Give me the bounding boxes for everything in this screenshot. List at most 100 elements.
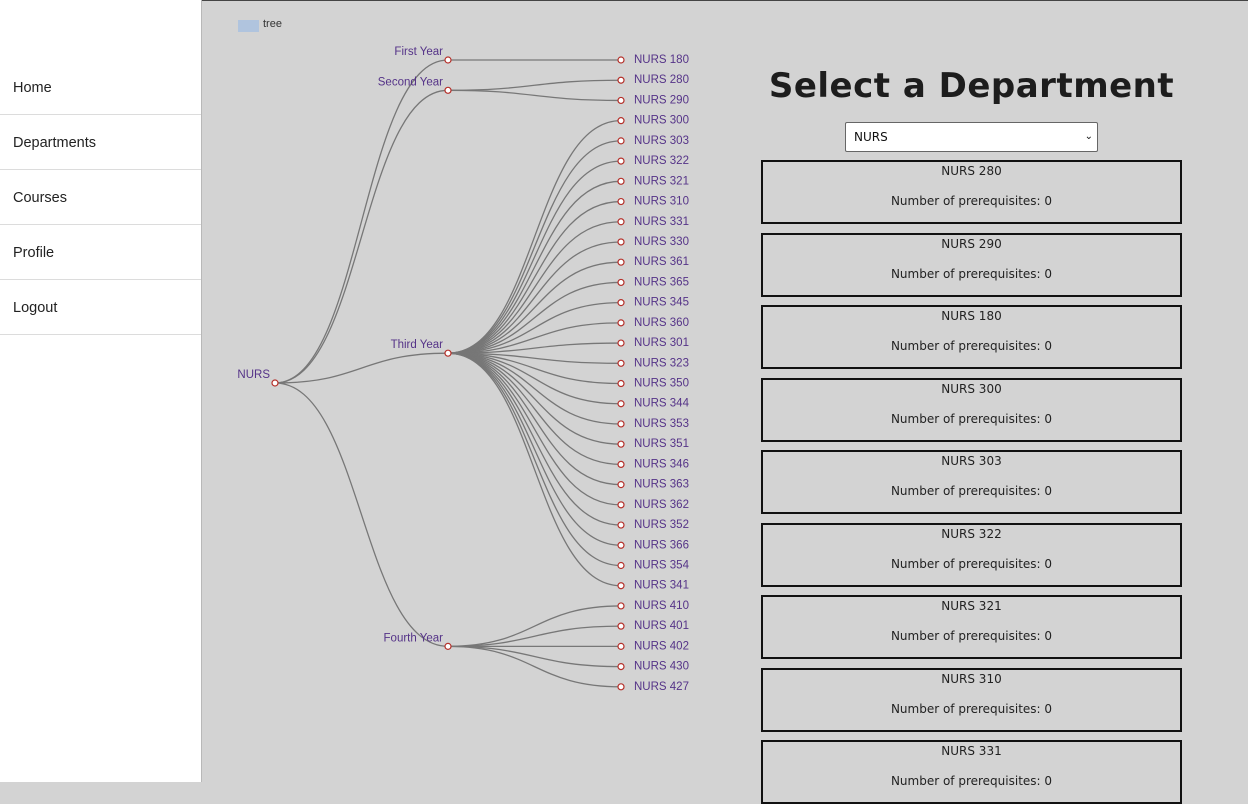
tree-course-node[interactable]	[617, 561, 625, 570]
tree-link	[447, 352, 622, 567]
tree-course-node[interactable]	[617, 420, 625, 428]
tree-course-node[interactable]	[617, 278, 625, 287]
tree-course-label: NURS 410	[634, 600, 689, 612]
course-card-title: NURS 331	[941, 744, 1002, 758]
course-card-title: NURS 310	[941, 671, 1002, 686]
tree-course-node[interactable]	[617, 379, 625, 388]
tree-course-label: NURS 300	[634, 115, 689, 127]
tree-course-label: NURS 323	[634, 357, 689, 369]
chevron-down-icon: ⌄	[1084, 131, 1093, 142]
tree-course-node[interactable]	[617, 56, 625, 64]
nav-logout[interactable]: Logout	[0, 281, 201, 335]
tree-course-label: NURS 180	[634, 54, 689, 66]
tree-course-node[interactable]	[617, 339, 625, 347]
tree-link	[447, 241, 622, 354]
tree-course-node[interactable]	[617, 359, 625, 367]
nav-courses[interactable]: Courses	[0, 171, 201, 225]
tree-course-node[interactable]	[617, 662, 625, 671]
course-card-title: NURS 180	[941, 309, 1002, 323]
tree-course-node[interactable]	[617, 299, 625, 307]
tree-course-label: NURS 345	[634, 297, 689, 309]
legend-label: tree	[263, 18, 282, 30]
tree-course-label: NURS 353	[634, 418, 689, 430]
tree-course-label: NURS 290	[634, 94, 689, 106]
tree-course-node[interactable]	[617, 602, 625, 610]
nav-home[interactable]: Home	[0, 61, 201, 115]
tree-course-node[interactable]	[617, 258, 625, 266]
course-card-prerequisites: Number of prerequisites: 0	[890, 266, 1053, 281]
tree-course-node[interactable]	[617, 521, 625, 529]
department-select[interactable]: NURS ⌄	[845, 122, 1098, 152]
tree-course-node[interactable]	[617, 541, 625, 549]
tree-course-node[interactable]	[617, 481, 625, 489]
tree-link	[447, 352, 622, 364]
tree-root-node[interactable]	[271, 379, 279, 387]
tree-course-node[interactable]	[617, 319, 625, 327]
tree-course-label: NURS 427	[634, 681, 689, 693]
tree-course-node[interactable]	[617, 218, 625, 226]
tree-course-label: NURS 322	[634, 155, 689, 167]
tree-course-node[interactable]	[617, 683, 625, 691]
course-card-title: NURS 321	[941, 599, 1002, 613]
tree-course-node[interactable]	[617, 501, 625, 509]
tree-course-node[interactable]	[617, 238, 625, 246]
course-card-title: NURS 300	[941, 381, 1002, 396]
legend-swatch	[238, 20, 259, 32]
tree-course-node[interactable]	[617, 137, 625, 145]
course-card-title: NURS 280	[941, 164, 1002, 178]
tree-link	[447, 301, 622, 354]
course-card-title: NURS 290	[941, 236, 1002, 251]
tree-course-node[interactable]	[617, 76, 625, 84]
tree-link	[447, 140, 622, 354]
tree-course-label: NURS 344	[634, 398, 690, 410]
course-card-prerequisites: Number of prerequisites: 0	[890, 556, 1053, 571]
course-card-title: NURS 303	[941, 454, 1002, 468]
course-card-prerequisites: Number of prerequisites: 0	[890, 701, 1053, 716]
tree-course-label: NURS 280	[634, 74, 689, 86]
tree-course-node[interactable]	[617, 400, 625, 408]
tree-link	[447, 120, 622, 354]
tree-course-node[interactable]	[617, 582, 625, 590]
tree-link	[447, 645, 622, 688]
tree-course-node[interactable]	[617, 177, 625, 185]
tree-year-node[interactable]	[444, 86, 452, 94]
tree-year-label: Fourth Year	[384, 632, 444, 644]
tree-course-node[interactable]	[617, 157, 625, 165]
tree-course-label: NURS 341	[634, 580, 689, 592]
department-select-value: NURS	[854, 130, 888, 144]
tree-course-label: NURS 363	[634, 479, 689, 491]
tree-link	[447, 352, 622, 466]
tree-course-node[interactable]	[617, 622, 625, 630]
tree-year-node[interactable]	[444, 349, 452, 357]
tree-link	[447, 261, 622, 354]
course-card-prerequisites: Number of prerequisites: 0	[890, 194, 1053, 208]
tree-course-node[interactable]	[617, 197, 625, 206]
tree-year-node[interactable]	[444, 56, 452, 64]
tree-course-label: NURS 331	[634, 216, 689, 228]
tree-link	[447, 160, 622, 354]
tree-year-node[interactable]	[444, 642, 452, 650]
tree-course-node[interactable]	[617, 460, 625, 468]
tree-course-node[interactable]	[617, 117, 625, 125]
tree-course-node[interactable]	[617, 96, 625, 105]
tree-link	[447, 180, 622, 354]
tree-year-label: Second Year	[378, 76, 443, 88]
nav-profile[interactable]: Profile	[0, 226, 201, 280]
course-card-prerequisites: Number of prerequisites: 0	[890, 774, 1053, 788]
course-card-prerequisites: Number of prerequisites: 0	[890, 411, 1053, 426]
tree-course-node[interactable]	[617, 440, 625, 448]
tree-course-label: NURS 360	[634, 317, 689, 329]
tree-course-node[interactable]	[617, 642, 625, 650]
tree-link	[447, 352, 622, 445]
nav-departments[interactable]: Departments	[0, 116, 201, 170]
tree-link	[447, 342, 622, 354]
